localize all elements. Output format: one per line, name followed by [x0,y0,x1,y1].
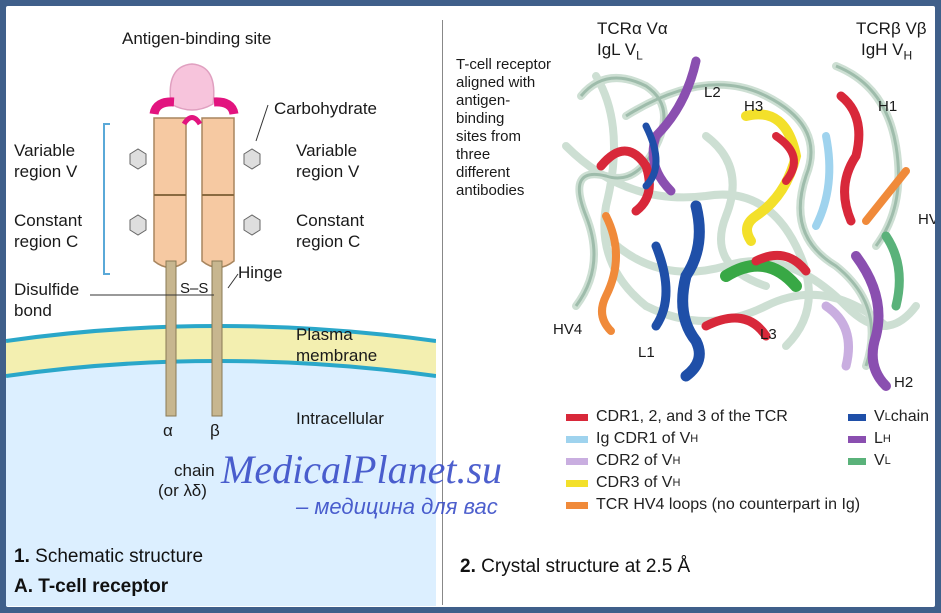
legend-swatch [566,480,588,487]
figure-frame: Antigen-binding site Carbohydrate Variab… [6,6,935,607]
intracellular-label: Intracellular [296,408,384,429]
watermark-tagline: – медицина для вас [296,494,498,520]
label-hv4: HV4 [553,321,582,339]
beta-label: β [210,420,220,441]
legend-hv4: TCR HV4 loops (no counterpart in Ig) [566,496,860,514]
legend-swatch [566,414,588,421]
label-hv: HV [918,211,935,229]
label-l1: L1 [638,344,655,362]
alpha-label: α [163,420,173,441]
or-lambda-delta-label: (or λδ) [158,480,207,501]
label-h2: H2 [894,374,913,392]
legend-swatch [848,458,866,465]
legend-swatch [566,436,588,443]
legend-swatch [566,502,588,509]
legend-swatch [848,414,866,421]
chain-label: chain [174,460,215,481]
right-caption: 2. Crystal structure at 2.5 Å [460,556,690,578]
watermark-site: MedicalPlanet.su [221,446,502,493]
label-h1: H1 [878,98,897,116]
legend-swatch [566,458,588,465]
label-l3: L3 [760,326,777,344]
legend-swatch [848,436,866,443]
panel-title: A. T-cell receptor [14,576,168,598]
left-caption: 1. Schematic structure [14,546,203,568]
crystal-structure-ribbons [6,6,935,406]
legend-cdr-tcr: CDR1, 2, and 3 of the TCR [566,408,788,426]
label-l2: L2 [704,84,721,102]
label-h3: H3 [744,98,763,116]
